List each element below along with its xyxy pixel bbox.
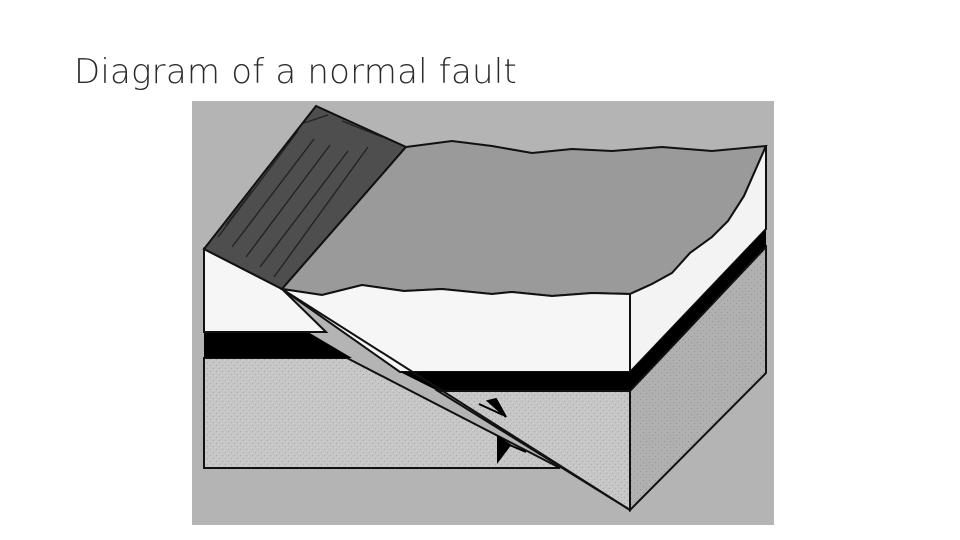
fault-motion-arrow-icon — [478, 397, 527, 464]
side-dark-band — [630, 229, 766, 391]
slide-title: Diagram of a normal fault — [74, 52, 517, 92]
fault-diagram — [192, 101, 774, 525]
footwall-dark-band — [204, 332, 352, 358]
hanging-wall-dark-band — [400, 372, 630, 391]
hanging-wall-block — [280, 139, 768, 513]
scarp-striations — [217, 114, 383, 278]
fault-trace — [281, 288, 631, 511]
side-lower-layer — [629, 244, 767, 513]
footwall-block — [202, 104, 561, 469]
